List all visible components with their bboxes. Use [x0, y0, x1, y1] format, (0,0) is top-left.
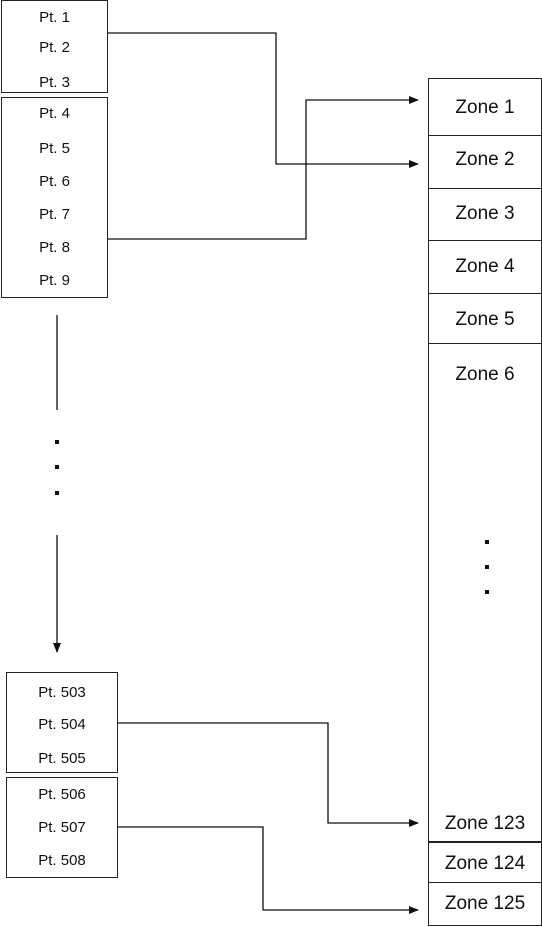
ellipsis-dot — [55, 491, 59, 495]
point-label: Pt. 505 — [38, 750, 86, 767]
zone-cell: Zone 3 — [429, 189, 541, 241]
point-label: Pt. 3 — [39, 74, 70, 91]
zone-cell: Zone 123 — [429, 804, 541, 842]
zone-cell: Zone 6 — [429, 344, 541, 404]
connector-pt507-zone125 — [118, 826, 419, 914]
connector-pt504-zone123 — [118, 722, 419, 827]
point-label: Pt. 508 — [38, 852, 86, 869]
zone-label: Zone 124 — [444, 853, 526, 874]
connector-pt8-zone1 — [108, 96, 419, 240]
point-group-1: Pt. 1 Pt. 2 Pt. 3 — [1, 0, 108, 93]
connector-pt2-zone2 — [108, 32, 419, 168]
zone-label: Zone 6 — [455, 364, 515, 385]
zone-cell: Zone 124 — [429, 842, 541, 883]
ellipsis-dot — [55, 440, 59, 444]
ellipsis-dot — [485, 540, 489, 544]
point-label: Pt. 8 — [39, 239, 70, 256]
zone-label: Zone 1 — [455, 97, 515, 118]
zone-cell: Zone 2 — [429, 136, 541, 189]
point-label: Pt. 5 — [39, 140, 70, 157]
zone-cell: Zone 125 — [429, 883, 541, 927]
point-label: Pt. 7 — [39, 206, 70, 223]
ellipsis-dot — [485, 565, 489, 569]
zone-label: Zone 123 — [444, 813, 526, 834]
zone-label: Zone 2 — [455, 149, 515, 170]
point-label: Pt. 6 — [39, 173, 70, 190]
point-label: Pt. 506 — [38, 786, 86, 803]
zone-cell: Zone 4 — [429, 241, 541, 294]
point-group-4: Pt. 506 Pt. 507 Pt. 508 — [6, 777, 118, 878]
point-label: Pt. 1 — [39, 9, 70, 26]
zone-cell: Zone 5 — [429, 294, 541, 344]
point-label: Pt. 504 — [38, 716, 86, 733]
point-label: Pt. 2 — [39, 39, 70, 56]
point-label: Pt. 503 — [38, 684, 86, 701]
zone-label: Zone 5 — [455, 309, 515, 330]
point-label: Pt. 4 — [39, 105, 70, 122]
zone-cell: Zone 1 — [429, 79, 541, 136]
zone-column: Zone 1 Zone 2 Zone 3 Zone 4 Zone 5 Zone … — [428, 78, 542, 926]
point-label: Pt. 507 — [38, 819, 86, 836]
zone-label: Zone 3 — [455, 203, 515, 224]
zone-label: Zone 4 — [455, 256, 515, 277]
point-group-2: Pt. 4 Pt. 5 Pt. 6 Pt. 7 Pt. 8 Pt. 9 — [1, 97, 108, 298]
point-group-3: Pt. 503 Pt. 504 Pt. 505 — [6, 672, 118, 773]
point-label: Pt. 9 — [39, 272, 70, 289]
ellipsis-dot — [485, 590, 489, 594]
ellipsis-dot — [55, 465, 59, 469]
zone-label: Zone 125 — [444, 893, 526, 914]
